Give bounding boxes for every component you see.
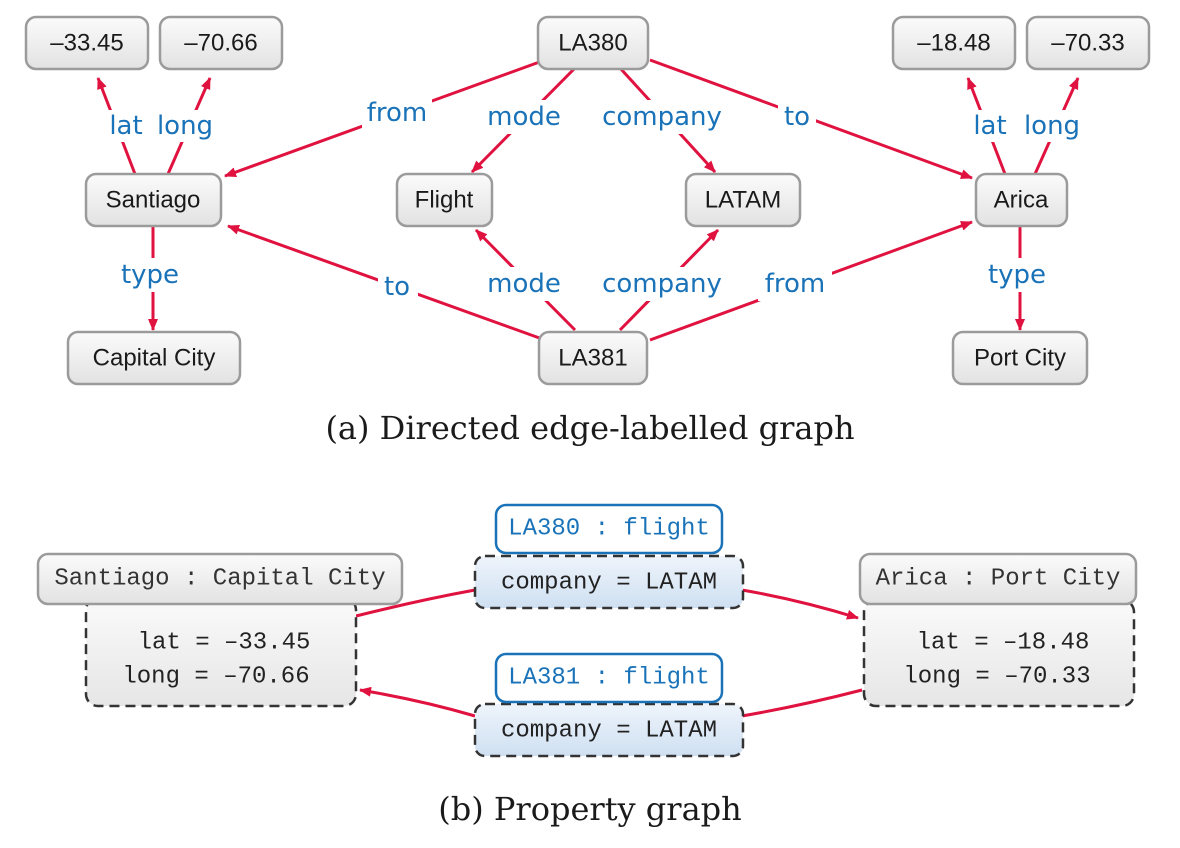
santiago-properties: lat = –33.45 long = –70.66 <box>84 596 358 708</box>
node-la380: LA380 <box>536 15 650 71</box>
edge-label: type <box>121 260 179 290</box>
edge-la381-santiago <box>359 686 476 718</box>
arica-node: Arica : Port City <box>858 552 1138 606</box>
svg-text:–33.45: –33.45 <box>50 30 123 57</box>
la381-company-property: company = LATAM <box>501 718 717 745</box>
svg-text:Santiago: Santiago <box>106 187 201 214</box>
svg-text:–70.33: –70.33 <box>1051 30 1124 57</box>
panel-a: lat long from mode company to lat long t… <box>24 15 1151 447</box>
caption-b: (b) Property graph <box>438 790 742 828</box>
la380-edge-properties: company = LATAM <box>473 554 745 610</box>
caption-a: (a) Directed edge-labelled graph <box>325 409 854 447</box>
edge-label: company <box>602 269 722 299</box>
la381-edge: LA381 : flight <box>494 652 724 704</box>
edge-la380-santiago <box>355 588 476 618</box>
svg-text:–70.66: –70.66 <box>184 30 257 57</box>
santiago-lat-property: lat = –33.45 <box>138 630 311 657</box>
arica-properties: lat = –18.48 long = –70.33 <box>862 598 1136 708</box>
edge-label: from <box>367 98 428 128</box>
la381-edge-properties: company = LATAM <box>473 702 745 758</box>
arica-lat-property: lat = –18.48 <box>917 630 1090 657</box>
edge-label: type <box>988 260 1046 290</box>
svg-text:LATAM: LATAM <box>705 187 781 214</box>
edge-label: lat <box>109 111 142 141</box>
node-capital-city: Capital City <box>66 330 242 386</box>
node-santiago: Santiago <box>84 172 223 228</box>
edge-label: from <box>765 269 826 299</box>
edge-label: company <box>602 102 722 132</box>
edges-a <box>96 58 1080 342</box>
node-arica-long: –70.33 <box>1025 15 1151 71</box>
edge-label: to <box>784 102 810 132</box>
node-arica-lat: –18.48 <box>891 15 1017 71</box>
node-latam: LATAM <box>684 172 802 228</box>
edge-label: to <box>384 272 410 302</box>
la381-edge-title: LA381 : flight <box>508 665 710 692</box>
la380-company-property: company = LATAM <box>501 570 717 597</box>
edge-label: mode <box>487 269 561 299</box>
edge-label: long <box>157 111 213 141</box>
svg-text:Flight: Flight <box>415 187 474 214</box>
svg-text:Port City: Port City <box>974 345 1066 372</box>
arica-node-title: Arica : Port City <box>876 566 1121 593</box>
santiago-node-title: Santiago : Capital City <box>54 566 385 593</box>
edge-label: mode <box>487 102 561 132</box>
panel-b: lat = –33.45 long = –70.66 Santiago : Ca… <box>36 503 1138 828</box>
edge-la380-arica <box>741 588 859 620</box>
svg-text:–18.48: –18.48 <box>917 30 990 57</box>
svg-text:Capital City: Capital City <box>93 345 216 372</box>
arica-long-property: long = –70.33 <box>903 664 1090 691</box>
edge-label: lat <box>973 111 1006 141</box>
santiago-node: Santiago : Capital City <box>36 552 404 606</box>
node-port-city: Port City <box>951 330 1089 386</box>
edge-label: long <box>1024 111 1080 141</box>
la380-edge: LA380 : flight <box>494 503 724 555</box>
node-flight: Flight <box>395 172 494 228</box>
node-arica: Arica <box>974 172 1069 228</box>
santiago-long-property: long = –70.66 <box>122 664 309 691</box>
edge-labels-a: lat long from mode company to lat long t… <box>103 96 1084 304</box>
node-santiago-lat: –33.45 <box>24 15 150 71</box>
node-santiago-long: –70.66 <box>158 15 284 71</box>
edges-b <box>355 588 863 718</box>
la380-edge-title: LA380 : flight <box>508 516 710 543</box>
edge-la381-arica <box>741 688 863 718</box>
svg-text:LA380: LA380 <box>558 30 627 57</box>
svg-text:Arica: Arica <box>994 187 1049 214</box>
node-la381: LA381 <box>537 330 649 386</box>
svg-text:LA381: LA381 <box>558 345 627 372</box>
